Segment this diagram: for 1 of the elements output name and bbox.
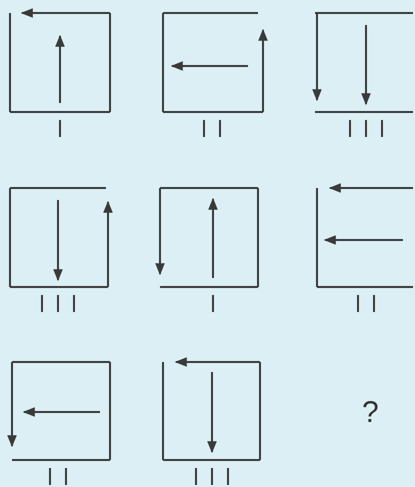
question-mark: ?: [362, 398, 379, 428]
